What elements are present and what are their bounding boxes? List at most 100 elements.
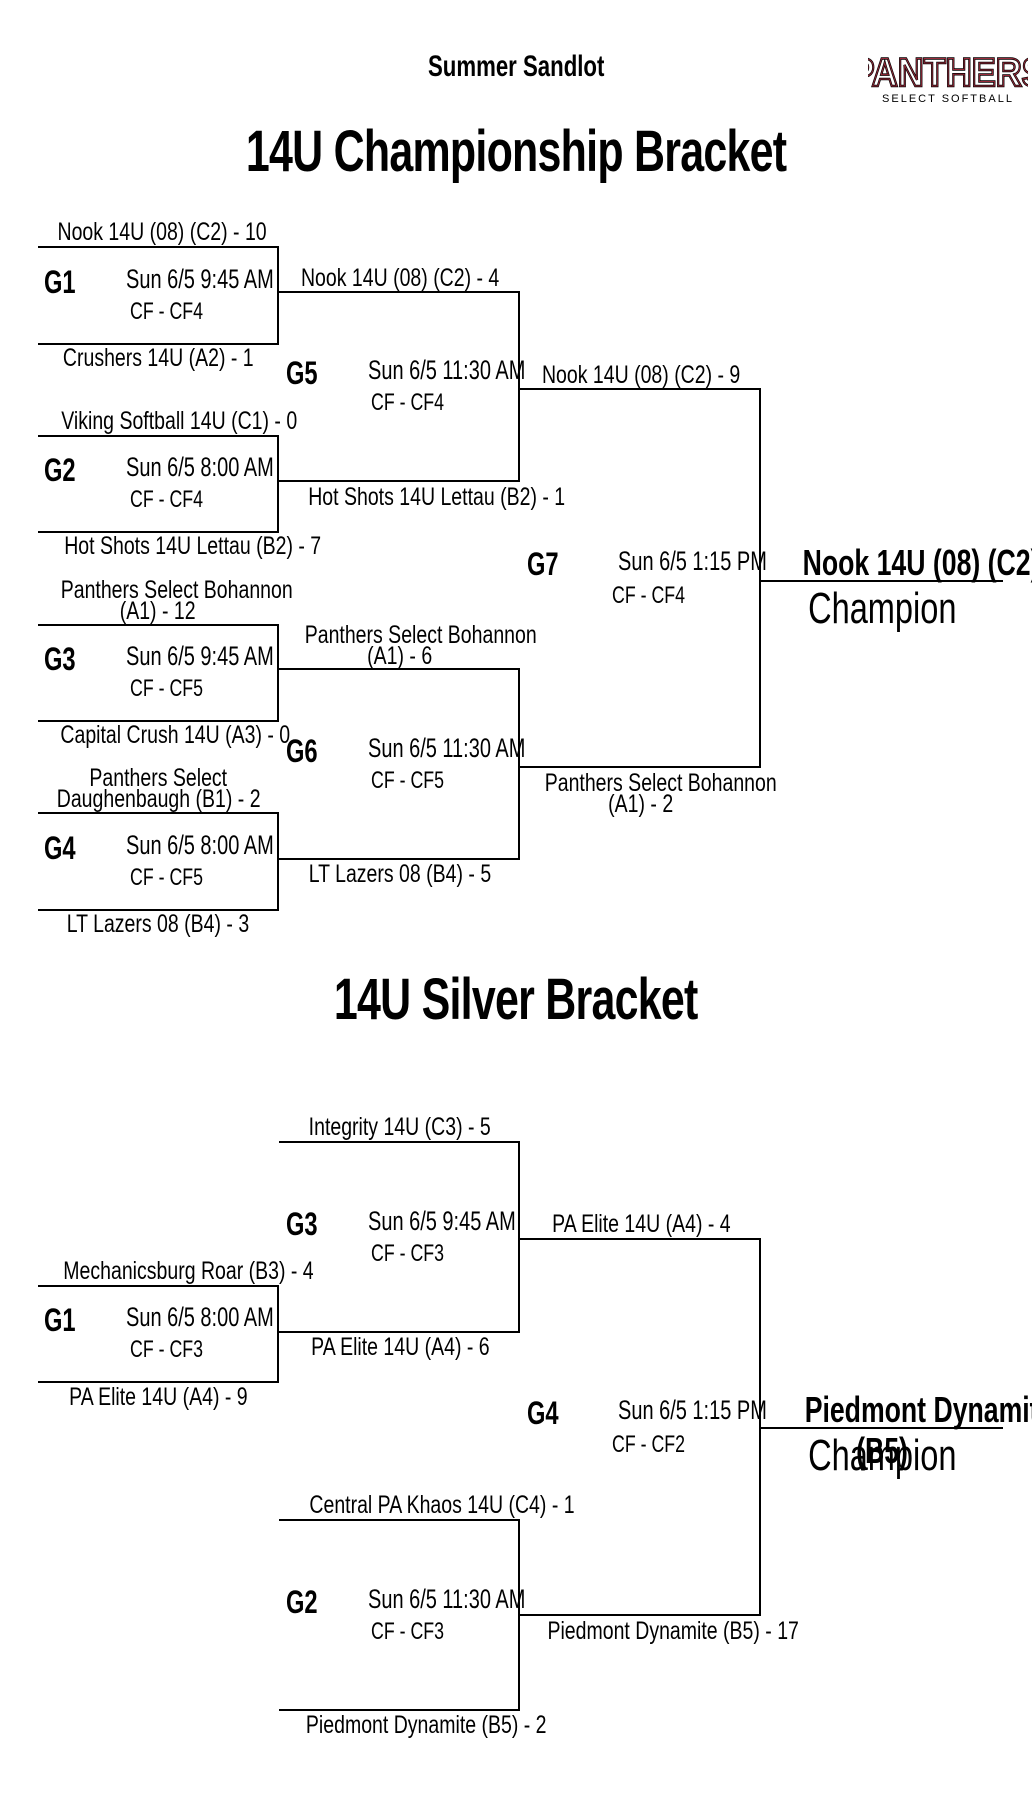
team-entry: (A1) - 12 [120,597,196,625]
game-field: CF - CF5 [371,767,445,794]
bracket-line [38,246,279,248]
game-id: G1 [44,1302,76,1338]
bracket-line [759,388,761,768]
team-entry: Capital Crush 14U (A3) - 0 [60,721,291,749]
bracket-line [518,668,520,860]
bracket-line [277,812,279,911]
team-entry: Integrity 14U (C3) - 5 [308,1113,492,1141]
game-time: Sun 6/5 9:45 AM [126,264,274,294]
bracket-line [279,1519,520,1521]
team-entry: Daughenbaugh (B1) - 2 [56,785,261,813]
game-time: Sun 6/5 11:30 AM [368,355,526,385]
team-entry: (A1) - 6 [367,642,433,670]
bracket-line [520,1614,761,1616]
bracket-line [759,1238,761,1616]
game-field: CF - CF2 [612,1431,686,1458]
game-time: Sun 6/5 11:30 AM [368,1584,526,1614]
bracket-line [38,624,279,626]
bracket-line [279,1709,520,1711]
game-id: G6 [286,733,318,769]
game-field: CF - CF4 [130,298,204,325]
game-id: G2 [286,1584,318,1620]
team-entry: Hot Shots 14U Lettau (B2) - 1 [308,483,566,511]
team-entry: Piedmont Dynamite (B5) - 2 [305,1711,547,1739]
team-entry: Mechanicsburg Roar (B3) - 4 [63,1257,314,1285]
bracket-line [277,1285,279,1383]
team-entry: Hot Shots 14U Lettau (B2) - 7 [64,532,322,560]
team-entry: Central PA Khaos 14U (C4) - 1 [309,1491,575,1519]
team-entry: Panthers Select [89,764,227,792]
team-entry: (A1) - 2 [608,790,674,818]
bracket-line [518,1519,520,1711]
team-entry: Crushers 14U (A2) - 1 [62,344,254,372]
game-id: G1 [44,264,76,300]
bracket-line [279,480,520,482]
bracket-line [518,291,520,482]
team-entry: PA Elite 14U (A4) - 6 [310,1333,490,1361]
game-id: G3 [286,1206,318,1242]
game-id: G4 [527,1395,559,1431]
game-time: Sun 6/5 8:00 AM [126,452,274,482]
champion-name: Piedmont Dynamite [804,1389,1032,1430]
champion-label: Champion [807,1431,957,1480]
logo-main-outline: PANTHERS [868,51,1028,95]
game-field: CF - CF5 [130,675,204,702]
champion-label: Champion [807,584,957,633]
team-entry: Viking Softball 14U (C1) - 0 [61,407,298,435]
game-id: G7 [527,546,559,582]
bracket-line [38,909,279,911]
game-field: CF - CF4 [612,582,686,609]
bracket-line [520,1238,761,1240]
champion-line [761,1427,1003,1429]
panther-paw-icon: PANTHERS PANTHERS SELECT SOFTBALL [849,50,1032,105]
team-entry: PA Elite 14U (A4) - 9 [68,1383,248,1411]
champion-line [761,580,1003,582]
panthers-logo: PANTHERS PANTHERS SELECT SOFTBALL [849,50,1032,106]
game-time: Sun 6/5 1:15 PM [618,546,767,576]
bracket-line [38,1381,279,1383]
game-id: G5 [286,355,318,391]
team-entry: LT Lazers 08 (B4) - 3 [66,910,250,938]
bracket-line [38,435,279,437]
bracket-line [518,1141,520,1333]
bracket-line [38,720,279,722]
game-id: G2 [44,452,76,488]
bracket-line [38,812,279,814]
logo-sub-text: SELECT SOFTBALL [882,93,1014,105]
game-field: CF - CF3 [371,1240,445,1267]
bracket-line [279,1331,520,1333]
team-entry: Panthers Select Bohannon [60,576,293,604]
bracket-line [279,668,520,670]
championship-title: 14U Championship Bracket [245,119,787,184]
bracket-line [277,624,279,722]
game-field: CF - CF3 [130,1336,204,1363]
game-id: G4 [44,830,76,866]
game-time: Sun 6/5 8:00 AM [126,830,274,860]
game-id: G3 [44,641,76,677]
logo-main-text: PANTHERS [868,51,1028,95]
team-entry: PA Elite 14U (A4) - 4 [551,1210,731,1238]
bracket-line [38,531,279,533]
team-entry: Panthers Select Bohannon [304,621,537,649]
bracket-line [279,1141,520,1143]
game-time: Sun 6/5 9:45 AM [368,1206,516,1236]
champion-name: Nook 14U (08) (C2) [802,542,1032,583]
bracket-line [277,246,279,345]
game-time: Sun 6/5 9:45 AM [126,641,274,671]
bracket-line [279,858,520,860]
team-entry: LT Lazers 08 (B4) - 5 [308,860,492,888]
bracket-line [279,291,520,293]
game-time: Sun 6/5 8:00 AM [126,1302,274,1332]
bracket-line [520,388,761,390]
champion-name-seed: (B5) [856,1430,908,1471]
game-field: CF - CF3 [371,1618,445,1645]
team-entry: Nook 14U (08) (C2) - 10 [57,218,267,246]
bracket-line [38,1285,279,1287]
silver-title: 14U Silver Bracket [334,967,698,1032]
team-entry: Piedmont Dynamite (B5) - 17 [547,1617,799,1645]
team-entry: Panthers Select Bohannon [544,769,777,797]
game-field: CF - CF4 [371,389,445,416]
game-time: Sun 6/5 1:15 PM [618,1395,767,1425]
event-title: Summer Sandlot [427,50,605,83]
game-field: CF - CF5 [130,864,204,891]
